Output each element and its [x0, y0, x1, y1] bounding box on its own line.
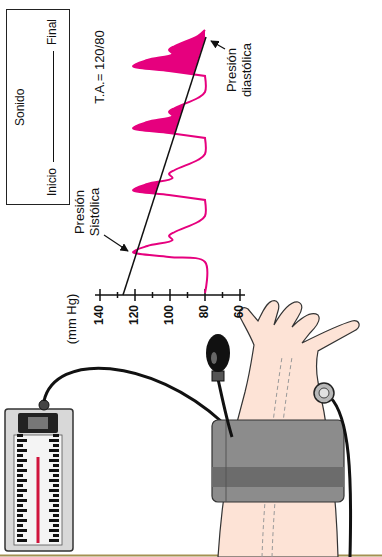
label-text: 140 [92, 305, 106, 325]
label-text: 100 [162, 305, 176, 325]
sound-box: SonidoInicio Final [6, 9, 70, 205]
box-heading: Sonido [14, 89, 27, 126]
axis-unit: (mm Hg) [65, 294, 80, 345]
axis-tick-label: 80 [198, 305, 212, 318]
stethoscope [314, 383, 351, 557]
label-text: 80 [197, 305, 211, 318]
callout-label: Presión diastólica [225, 25, 255, 115]
label-text: 60 [232, 305, 246, 318]
label-text: (mm Hg) [64, 294, 79, 345]
callout-label: Presión Sistólica [73, 167, 103, 257]
timeline-line [53, 51, 54, 162]
axis-tick-label: 60 [233, 305, 247, 318]
diastolic-pointer [211, 41, 225, 49]
label-text: Presión Sistólica [72, 188, 102, 236]
inflation-bulb [206, 334, 232, 437]
axis-tick-label: 120 [128, 305, 142, 325]
label-text: 120 [127, 305, 141, 325]
timeline-end: Final [46, 19, 59, 45]
label-text: T.A.= 120/80 [92, 30, 107, 103]
sphygmomanometer [5, 400, 73, 551]
pressure-axis [95, 289, 245, 301]
label-text: Presión diastólica [224, 43, 254, 97]
cuff-pressure-line [123, 37, 206, 295]
air-tube [44, 368, 222, 422]
timeline-end: Inicio [46, 168, 59, 196]
axis-tick-label: 100 [163, 305, 177, 325]
reading-label: T.A.= 120/80 [93, 30, 108, 103]
axis-tick-label: 140 [93, 305, 107, 325]
systolic-pointer [104, 235, 128, 251]
